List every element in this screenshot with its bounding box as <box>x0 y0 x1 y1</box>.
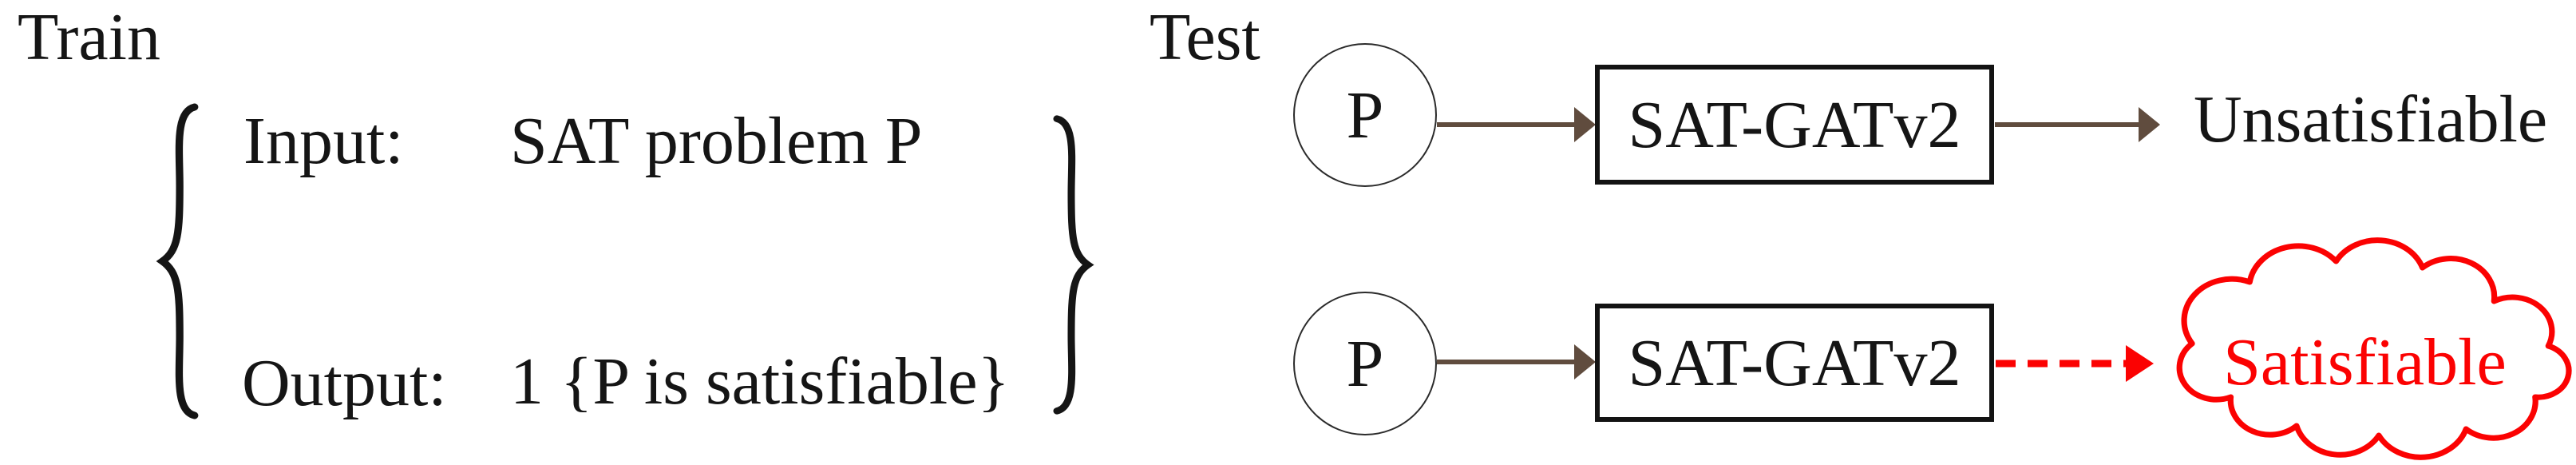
test-flow2-dashed-arrow-icon <box>1996 345 2154 382</box>
train-brace-left-icon <box>156 103 199 419</box>
test-flow2-problem-node-label: P <box>1346 326 1384 401</box>
test-section-label: Test <box>1150 0 1260 74</box>
test-flow2-model-box: SAT-GATv2 <box>1595 304 1994 422</box>
test-flow1-model-box: SAT-GATv2 <box>1595 65 1994 185</box>
test-flow1-problem-node-label: P <box>1346 78 1384 153</box>
train-section-label: Train <box>18 0 160 74</box>
test-flow2-arrow-to-model-icon <box>1437 344 1596 380</box>
train-input-label: Input: <box>243 104 404 178</box>
test-flow1-model-label: SAT-GATv2 <box>1628 87 1961 162</box>
test-flow1-problem-node: P <box>1293 43 1437 187</box>
train-output-value: 1 {P is satisfiable} <box>510 344 1010 419</box>
train-input-value: SAT problem P <box>510 104 923 178</box>
test-flow1-result-label: Unsatisfiable <box>2194 82 2548 157</box>
test-flow2-result-label: Satisfiable <box>2223 325 2507 399</box>
test-flow1-arrow-to-model-icon <box>1437 107 1596 142</box>
test-flow1-arrow-to-result-icon <box>1995 107 2160 142</box>
train-brace-right-icon <box>1053 115 1094 415</box>
test-flow2-problem-node: P <box>1293 292 1437 435</box>
test-flow2-model-label: SAT-GATv2 <box>1628 325 1961 400</box>
test-flow2-result-cloud-icon <box>2176 237 2572 460</box>
train-output-label: Output: <box>242 346 447 420</box>
